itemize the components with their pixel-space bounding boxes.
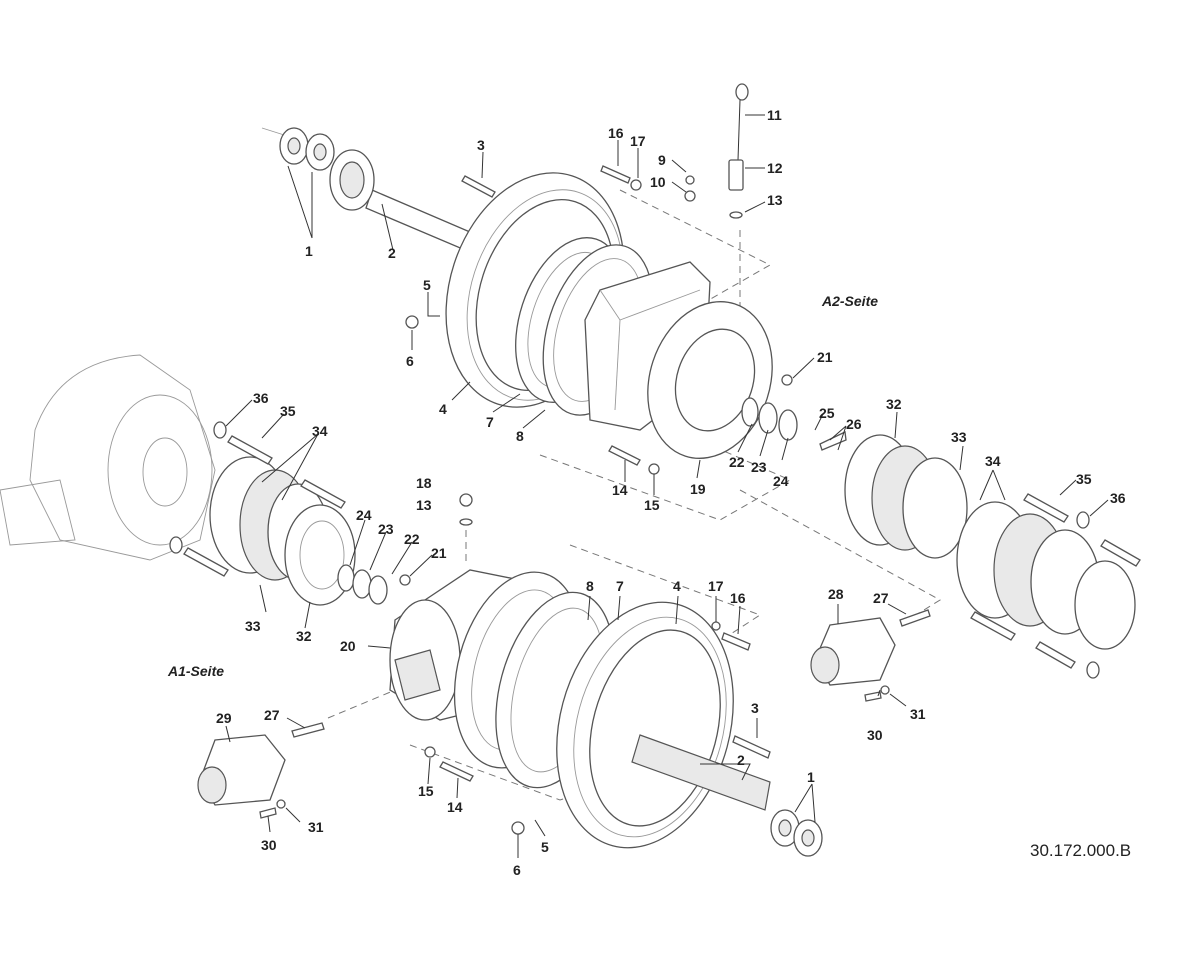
upper-bearings bbox=[279, 127, 335, 171]
callout-8-upper: 8 bbox=[516, 428, 524, 444]
callout-30-lower: 30 bbox=[261, 837, 277, 853]
callout-2-upper: 2 bbox=[388, 245, 396, 261]
callout-34-upper: 34 bbox=[985, 453, 1001, 469]
callout-15-upper: 15 bbox=[644, 497, 660, 513]
callout-13-lower: 13 bbox=[416, 497, 432, 513]
callout-27-right: 27 bbox=[873, 590, 889, 606]
callout-19-upper: 19 bbox=[690, 481, 706, 497]
callout-27-lower: 27 bbox=[264, 707, 280, 723]
callout-14-upper: 14 bbox=[612, 482, 628, 498]
callouts-upper: 1 2 3 4 5 6 7 8 9 10 11 12 13 14 15 16 1… bbox=[305, 107, 1126, 513]
callout-21-lower: 21 bbox=[431, 545, 447, 561]
callout-36-upper: 36 bbox=[1110, 490, 1126, 506]
side-label-a1: A1-Seite bbox=[167, 663, 224, 679]
leader-lines bbox=[225, 114, 1109, 858]
callout-23-upper: 23 bbox=[751, 459, 767, 475]
lower-bearings-1 bbox=[770, 809, 823, 857]
side-label-a2: A2-Seite bbox=[821, 293, 878, 309]
right-motor-28 bbox=[810, 609, 931, 702]
left-seal-rings bbox=[337, 564, 411, 605]
lower-motor-29 bbox=[197, 722, 325, 819]
callout-23-lower: 23 bbox=[378, 521, 394, 537]
lower-shaft-2 bbox=[631, 734, 771, 811]
callout-25-upper: 25 bbox=[819, 405, 835, 421]
callout-17-upper: 17 bbox=[630, 133, 646, 149]
callout-6-lower: 6 bbox=[513, 862, 521, 878]
callout-35-lower: 35 bbox=[280, 403, 296, 419]
callout-31-lower: 31 bbox=[308, 819, 324, 835]
callout-24-upper: 24 bbox=[773, 473, 789, 489]
callout-33-upper: 33 bbox=[951, 429, 967, 445]
callout-34-lower: 34 bbox=[312, 423, 328, 439]
upper-shaft bbox=[329, 149, 471, 251]
callout-3-upper: 3 bbox=[477, 137, 485, 153]
callout-22-lower: 22 bbox=[404, 531, 420, 547]
callout-22-upper: 22 bbox=[729, 454, 745, 470]
left-pins-35 bbox=[169, 421, 346, 577]
callout-16-lower: 16 bbox=[730, 590, 746, 606]
left-gear-housing bbox=[0, 354, 216, 561]
callout-18-lower: 18 bbox=[416, 475, 432, 491]
callout-3-lower: 3 bbox=[751, 700, 759, 716]
callout-8-lower: 8 bbox=[586, 578, 594, 594]
drawing-number: 30.172.000.B bbox=[1030, 841, 1131, 860]
callout-32-upper: 32 bbox=[886, 396, 902, 412]
callout-16-upper: 16 bbox=[608, 125, 624, 141]
upper-bolts bbox=[405, 165, 847, 475]
callout-9-upper: 9 bbox=[658, 152, 666, 168]
upper-flange-19 bbox=[647, 301, 773, 459]
callout-24-lower: 24 bbox=[356, 507, 372, 523]
right-disc-pack-34 bbox=[956, 501, 1136, 650]
upper-seal-rings bbox=[741, 397, 798, 441]
callout-4-upper: 4 bbox=[439, 401, 447, 417]
callout-33-lower: 33 bbox=[245, 618, 261, 634]
callout-28-right: 28 bbox=[828, 586, 844, 602]
callout-14-lower: 14 bbox=[447, 799, 463, 815]
callout-10-upper: 10 bbox=[650, 174, 666, 190]
callout-5-upper: 5 bbox=[423, 277, 431, 293]
callout-1-upper: 1 bbox=[305, 243, 313, 259]
right-pins-35 bbox=[970, 493, 1141, 679]
callout-7-upper: 7 bbox=[486, 414, 494, 430]
callout-30-right: 30 bbox=[867, 727, 883, 743]
callout-6-upper: 6 bbox=[406, 353, 414, 369]
callout-2-lower: 2 bbox=[737, 752, 745, 768]
lower-bolts bbox=[424, 493, 771, 835]
callouts-lower: 36 35 34 24 23 22 21 18 13 33 32 20 8 7 … bbox=[216, 390, 926, 878]
callout-7-lower: 7 bbox=[616, 578, 624, 594]
callout-15-lower: 15 bbox=[418, 783, 434, 799]
callout-11-upper: 11 bbox=[767, 107, 782, 123]
callout-20-lower: 20 bbox=[340, 638, 356, 654]
callout-36-lower: 36 bbox=[253, 390, 269, 406]
callout-12-upper: 12 bbox=[767, 160, 783, 176]
callout-5-lower: 5 bbox=[541, 839, 549, 855]
callout-4-lower: 4 bbox=[673, 578, 681, 594]
callout-29-lower: 29 bbox=[216, 710, 232, 726]
callout-21-upper: 21 bbox=[817, 349, 833, 365]
callout-35-upper: 35 bbox=[1076, 471, 1092, 487]
callout-26-upper: 26 bbox=[846, 416, 862, 432]
callout-17-lower: 17 bbox=[708, 578, 724, 594]
upper-dipstick bbox=[728, 83, 749, 219]
callout-32-lower: 32 bbox=[296, 628, 312, 644]
callout-1-lower: 1 bbox=[807, 769, 815, 785]
callout-13-upper: 13 bbox=[767, 192, 783, 208]
right-disc-pack-33 bbox=[844, 434, 968, 559]
callout-31-right: 31 bbox=[910, 706, 926, 722]
